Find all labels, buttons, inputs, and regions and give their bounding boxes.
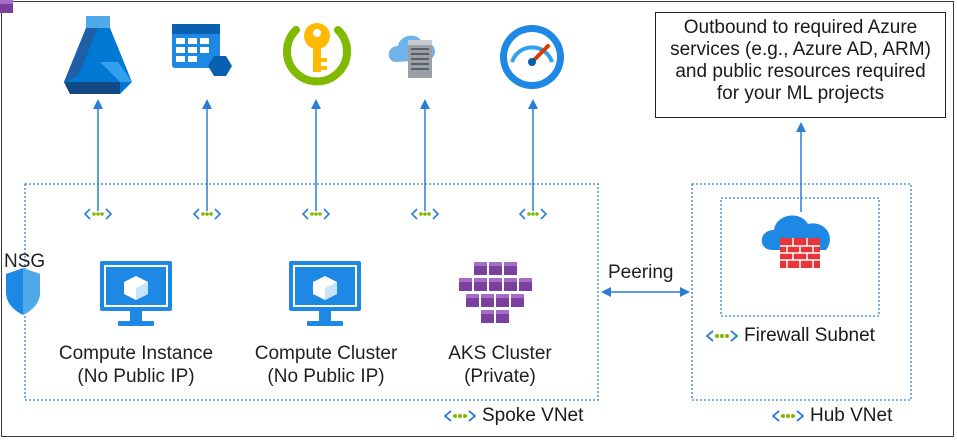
outbound-line: for your ML projects	[716, 83, 885, 104]
spoke-vnet-text: Spoke VNet	[482, 405, 584, 426]
outbound-box: Outbound to required Azure services (e.g…	[655, 12, 946, 118]
virtual-network-icon	[772, 410, 804, 422]
spoke-vnet-label: Spoke VNet	[444, 405, 583, 427]
private-endpoint-icon	[411, 202, 439, 220]
aks-cluster-label: AKS Cluster (Private)	[432, 342, 568, 388]
private-endpoint-icon	[84, 202, 112, 220]
hub-vnet-boundary	[691, 183, 912, 401]
storage-table-icon	[172, 24, 232, 76]
compute-cluster-name: Compute Cluster	[254, 343, 398, 364]
virtual-network-icon	[444, 410, 476, 422]
aks-cluster-name: AKS Cluster	[448, 343, 552, 364]
outbound-line: Outbound to required Azure	[683, 17, 918, 38]
firewall-subnet-label: Firewall Subnet	[706, 325, 875, 347]
firewall-subnet-boundary	[720, 197, 880, 317]
outbound-line: and public resources required	[675, 61, 926, 82]
outbound-line: services (e.g., Azure AD, ARM)	[670, 39, 931, 60]
private-endpoint-icon	[519, 202, 547, 220]
application-insights-icon	[500, 25, 564, 89]
nsg-label: NSG	[4, 251, 46, 272]
hub-vnet-text: Hub VNet	[810, 405, 893, 426]
compute-cluster-label: Compute Cluster (No Public IP)	[232, 342, 420, 388]
compute-cluster-icon	[289, 261, 361, 326]
azure-machine-learning-icon	[64, 16, 132, 94]
compute-cluster-note: (No Public IP)	[267, 366, 385, 387]
container-registry-icon	[388, 35, 436, 78]
private-endpoint-icon	[193, 202, 221, 220]
hub-vnet-label: Hub VNet	[772, 405, 892, 427]
aks-cluster-icon	[0, 0, 532, 323]
compute-instance-icon	[100, 261, 172, 326]
compute-instance-label: Compute Instance (No Public IP)	[40, 342, 232, 388]
peering-label: Peering	[608, 262, 674, 283]
firewall-icon	[761, 215, 830, 268]
private-endpoint-icon	[302, 202, 330, 220]
compute-instance-note: (No Public IP)	[77, 366, 195, 387]
compute-instance-name: Compute Instance	[58, 343, 214, 364]
key-vault-icon	[283, 23, 351, 86]
aks-cluster-note: (Private)	[464, 366, 536, 387]
firewall-subnet-text: Firewall Subnet	[744, 325, 875, 346]
virtual-network-icon	[706, 330, 738, 342]
nsg-shield-icon	[6, 268, 40, 315]
